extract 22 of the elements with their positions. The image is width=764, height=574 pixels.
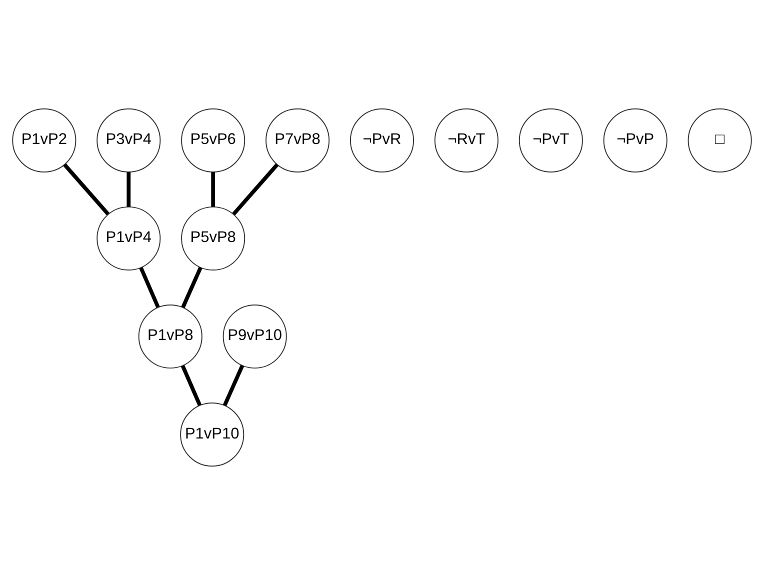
node-circle: P1vP8	[138, 304, 202, 368]
node-circle: P5vP8	[181, 206, 246, 270]
connector	[180, 364, 202, 406]
connector	[222, 364, 244, 406]
connector	[139, 266, 160, 308]
node-circle: ¬RvT	[434, 108, 498, 172]
node-circle: ¬PvP	[603, 108, 668, 172]
node-circle: P1vP4	[96, 206, 161, 270]
connector	[211, 172, 216, 206]
node-circle: P5vP6	[181, 108, 246, 172]
node-circle: P1vP2	[12, 108, 76, 172]
connector	[126, 172, 131, 206]
node-circle: □	[688, 108, 752, 172]
connector	[181, 266, 202, 308]
connector	[232, 162, 279, 215]
node-circle: P9vP10	[222, 304, 287, 368]
connector	[63, 162, 110, 215]
node-circle: P7vP8	[266, 108, 330, 172]
node-circle: ¬PvT	[518, 108, 583, 172]
node-circle: P1vP10	[180, 402, 244, 466]
node-circle: P3vP4	[96, 108, 161, 172]
node-circle: ¬PvR	[350, 108, 414, 172]
